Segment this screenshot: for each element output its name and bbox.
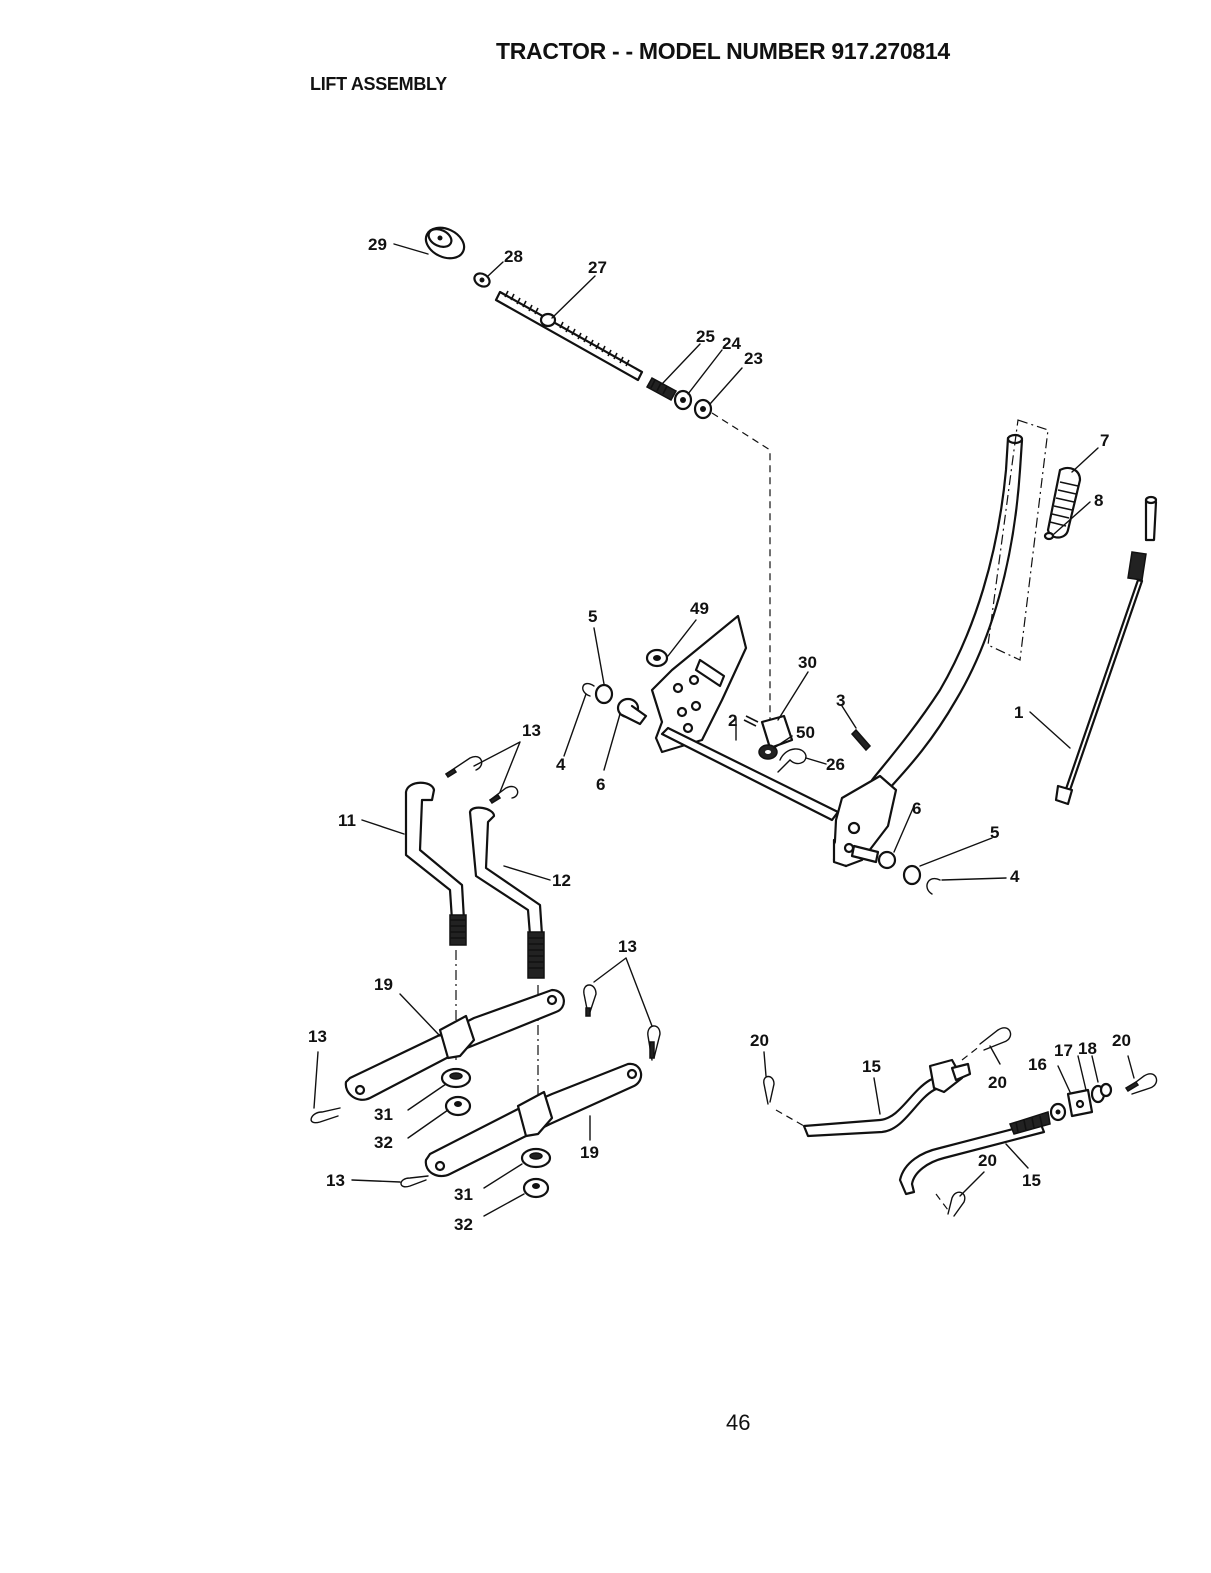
rod-washer bbox=[1092, 1084, 1111, 1102]
callout-labels: 29 28 27 25 24 23 7 8 49 5 30 3 13 2 50 … bbox=[308, 235, 1131, 1234]
callout-20-bottom: 20 bbox=[978, 1151, 997, 1170]
callout-17: 17 bbox=[1054, 1041, 1073, 1060]
callout-4-left: 4 bbox=[556, 755, 566, 774]
lift-link-rod bbox=[1056, 497, 1156, 804]
callout-13-upper: 13 bbox=[522, 721, 541, 740]
lift-spring bbox=[647, 378, 676, 400]
callout-13-left: 13 bbox=[308, 1027, 327, 1046]
callout-1: 1 bbox=[1014, 703, 1023, 722]
rod-nut bbox=[1051, 1104, 1065, 1120]
leader-lines bbox=[314, 244, 1134, 1216]
lock-nut bbox=[695, 400, 711, 418]
grip-pin bbox=[1045, 533, 1053, 539]
lift-link-right bbox=[470, 808, 544, 978]
callout-15-upper: 15 bbox=[862, 1057, 881, 1076]
hair-pin-rod-top bbox=[962, 1028, 1011, 1060]
e-ring-right bbox=[927, 879, 940, 894]
callout-26: 26 bbox=[826, 755, 845, 774]
callout-13-lower: 13 bbox=[326, 1171, 345, 1190]
callout-27: 27 bbox=[588, 258, 607, 277]
callout-49: 49 bbox=[690, 599, 709, 618]
hair-pin-arm-right-a bbox=[584, 985, 596, 1016]
callout-25: 25 bbox=[696, 327, 715, 346]
callout-5-right: 5 bbox=[990, 823, 999, 842]
callout-16: 16 bbox=[1028, 1055, 1047, 1074]
callout-4-right: 4 bbox=[1010, 867, 1020, 886]
callout-32-lower: 32 bbox=[454, 1215, 473, 1234]
callout-20-right: 20 bbox=[1112, 1031, 1131, 1050]
threaded-lift-rod bbox=[496, 291, 642, 380]
arm-nut-lower bbox=[524, 1179, 548, 1197]
e-ring-left bbox=[583, 684, 594, 696]
callout-6-left: 6 bbox=[596, 775, 605, 794]
lift-link-left bbox=[406, 783, 466, 945]
callout-50: 50 bbox=[796, 723, 815, 742]
bracket-washer bbox=[647, 650, 667, 666]
lift-handle bbox=[834, 435, 1022, 866]
callout-20-left: 20 bbox=[750, 1031, 769, 1050]
knob-nut bbox=[472, 271, 492, 289]
handle-grip bbox=[1048, 468, 1080, 537]
callout-18: 18 bbox=[1078, 1039, 1097, 1058]
lift-knob bbox=[421, 222, 469, 264]
callout-3: 3 bbox=[836, 691, 845, 710]
hair-pin-arm-right-b bbox=[648, 1026, 660, 1060]
retaining-ring-right bbox=[904, 866, 920, 884]
callout-8: 8 bbox=[1094, 491, 1103, 510]
callout-11: 11 bbox=[338, 811, 356, 830]
hair-pin-upper-right bbox=[490, 787, 518, 803]
callout-30: 30 bbox=[798, 653, 817, 672]
hair-pin-rod-right bbox=[1126, 1074, 1157, 1094]
hair-pin-arm-bottom bbox=[401, 1176, 428, 1187]
hair-pin-clip bbox=[778, 749, 806, 772]
callout-29: 29 bbox=[368, 235, 387, 254]
callout-31-upper: 31 bbox=[374, 1105, 393, 1124]
callout-28: 28 bbox=[504, 247, 523, 266]
callout-31-lower: 31 bbox=[454, 1185, 473, 1204]
callout-32-upper: 32 bbox=[374, 1133, 393, 1152]
bushing-right bbox=[879, 852, 895, 868]
callout-2: 2 bbox=[728, 711, 737, 730]
callout-24: 24 bbox=[722, 334, 741, 353]
callout-7: 7 bbox=[1100, 431, 1109, 450]
page-number: 46 bbox=[726, 1410, 750, 1436]
callout-5-left: 5 bbox=[588, 607, 597, 626]
roll-pin bbox=[852, 730, 870, 750]
arm-bushing-lower bbox=[522, 1149, 550, 1167]
callout-23: 23 bbox=[744, 349, 763, 368]
callout-19-lower: 19 bbox=[580, 1143, 599, 1162]
callout-12: 12 bbox=[552, 871, 571, 890]
trunnion bbox=[744, 716, 792, 748]
callout-20-middle: 20 bbox=[988, 1073, 1007, 1092]
hair-pin-arm-left bbox=[311, 1108, 340, 1123]
callout-13-middle: 13 bbox=[618, 937, 637, 956]
callout-6-right: 6 bbox=[912, 799, 921, 818]
callout-19-upper: 19 bbox=[374, 975, 393, 994]
bushing-left bbox=[618, 699, 646, 724]
hair-pin-rod-left bbox=[764, 1077, 774, 1105]
arm-nut-upper bbox=[446, 1097, 470, 1115]
lift-rod-upper bbox=[804, 1060, 970, 1136]
hair-pin-upper-left bbox=[446, 757, 482, 777]
retaining-ring-left bbox=[596, 685, 612, 703]
callout-15-lower: 15 bbox=[1022, 1171, 1041, 1190]
rod-trunnion bbox=[1068, 1090, 1092, 1116]
